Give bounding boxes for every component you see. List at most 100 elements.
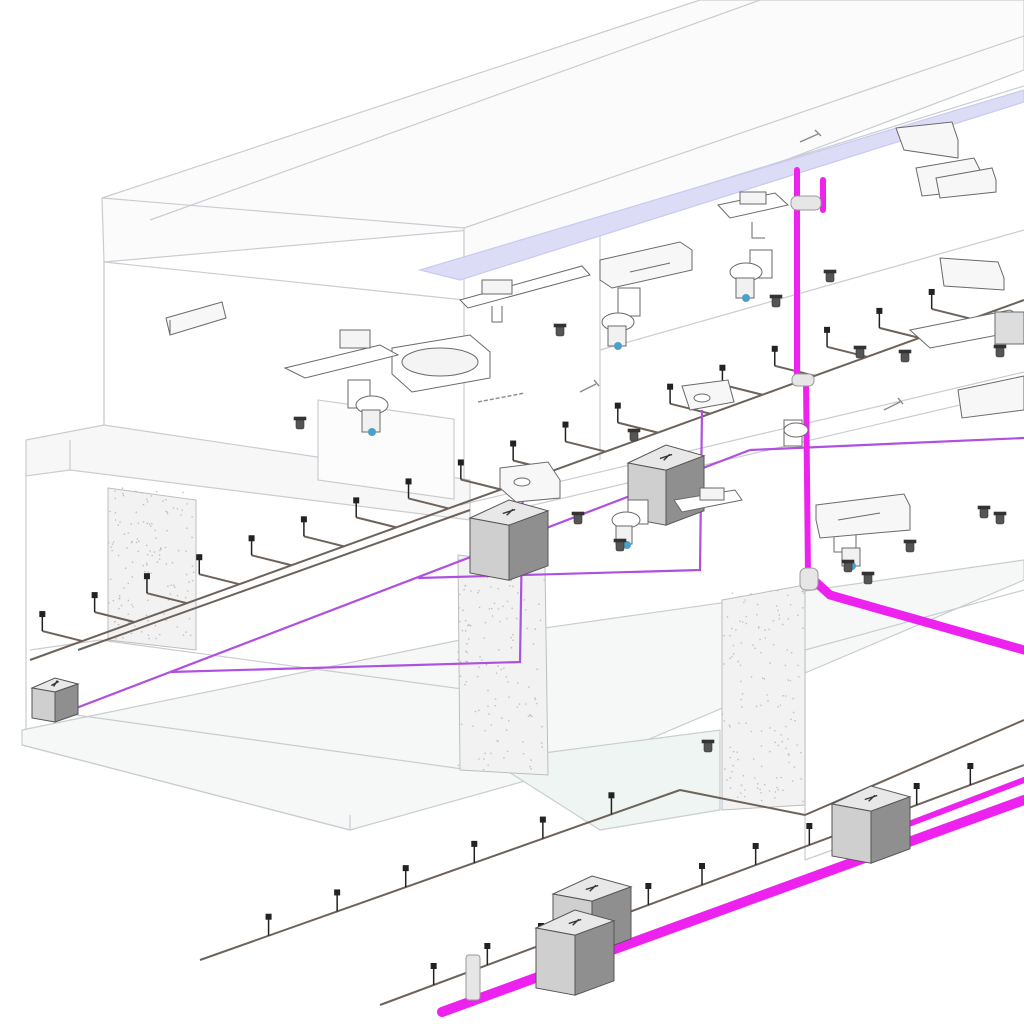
speckle-dot — [755, 613, 758, 616]
speckle-dot — [122, 492, 124, 495]
speckle-dot — [800, 751, 802, 754]
speckle-dot — [516, 682, 519, 684]
speckle-dot — [130, 632, 133, 635]
box-lid-handle — [502, 508, 516, 516]
fitting-cap — [841, 559, 855, 564]
speckle-dot — [787, 679, 790, 681]
speckle-dot — [147, 571, 149, 573]
speckle-dot — [172, 584, 175, 587]
lavatory-4 — [673, 487, 743, 513]
speckle-dot — [167, 585, 169, 588]
speckle-dot — [732, 764, 734, 767]
speckle-dot — [134, 625, 136, 627]
speckle-dot — [508, 696, 510, 698]
column-texture — [107, 487, 805, 804]
valve-icon — [91, 592, 98, 599]
speckle-dot — [145, 614, 148, 617]
fitting-cap — [823, 269, 837, 274]
elbow-lower — [799, 567, 819, 591]
feed-stub — [460, 478, 502, 491]
lavatory-5 — [908, 309, 1024, 349]
speckle-dot — [170, 584, 172, 586]
speckle-dot — [534, 697, 536, 699]
air-conditioner-5 — [895, 121, 997, 199]
speckle-dot — [750, 676, 753, 678]
speckle-dot — [151, 522, 153, 525]
speckle-dot — [131, 576, 134, 578]
speckle-dot — [117, 623, 120, 626]
fitting-13 — [701, 739, 715, 753]
shower-head-4 — [477, 392, 526, 403]
speckle-dot — [137, 522, 140, 525]
speckle-dot — [154, 529, 157, 532]
inspection-box-3 — [30, 677, 80, 723]
speckle-dot — [166, 512, 169, 515]
speckle-dot — [173, 586, 176, 589]
speckle-dot — [145, 562, 148, 565]
feed-line-2 — [77, 509, 471, 651]
lavatory-2 — [459, 265, 591, 323]
speckle-dot — [541, 725, 543, 728]
fitting-15 — [571, 511, 585, 525]
speckle-dot — [137, 550, 140, 553]
speckle-dot — [483, 758, 485, 760]
speckle-dot — [759, 638, 761, 641]
small-fittings — [293, 269, 1007, 753]
speckle-dot — [501, 717, 503, 719]
fitting-cap — [898, 349, 912, 354]
speckle-dot — [794, 719, 796, 722]
speckle-dot — [498, 648, 500, 651]
speckle-dot — [731, 770, 733, 773]
shower-heads — [477, 129, 904, 411]
fitting-1 — [293, 416, 307, 430]
speckle-dot — [760, 730, 763, 732]
speckle-dot — [756, 787, 759, 789]
speckle-dot — [147, 634, 150, 636]
speckle-dot — [774, 791, 777, 793]
inspection-box-1 — [468, 499, 550, 581]
speckle-dot — [729, 787, 732, 789]
speckle-dot — [477, 591, 479, 594]
speckle-dot — [465, 650, 467, 652]
speckle-dot — [782, 694, 784, 697]
speckle-dot — [766, 694, 768, 696]
speckle-dot — [158, 554, 161, 556]
fitting-body — [905, 541, 915, 553]
valve-icon — [353, 497, 360, 504]
speckle-dot — [123, 533, 126, 536]
speckle-dot — [774, 741, 777, 744]
speckle-dot — [791, 780, 794, 782]
speckle-dot — [768, 628, 770, 631]
speckle-dot — [745, 722, 747, 724]
fitting-cap — [977, 505, 991, 510]
feed-stub — [94, 611, 135, 624]
speckle-dot — [777, 706, 779, 708]
speckle-dot — [126, 547, 128, 549]
speckle-dot — [730, 627, 733, 630]
speckle-dot — [169, 593, 172, 595]
speckle-dot — [123, 587, 125, 589]
speckle-dot — [777, 744, 780, 747]
speckle-dot — [505, 676, 508, 678]
speckle-dot — [166, 529, 168, 532]
fitting-11 — [977, 505, 991, 519]
speckle-dot — [754, 777, 756, 779]
speckle-dot — [776, 786, 778, 789]
column-center — [457, 554, 549, 776]
speckle-dot — [512, 585, 514, 588]
fitting-cap — [993, 344, 1007, 349]
speckle-dot — [522, 752, 525, 755]
speckle-dot — [130, 603, 133, 606]
speckle-dot — [180, 514, 182, 516]
speckle-dot — [185, 631, 187, 633]
speckle-dot — [525, 609, 527, 611]
speckle-dot — [788, 761, 790, 764]
inspection-boxes — [30, 444, 912, 996]
speckle-dot — [772, 643, 775, 646]
valve-icon — [719, 364, 726, 371]
speckle-dot — [144, 570, 146, 573]
box-face-right — [574, 920, 615, 996]
speckle-dot — [788, 754, 790, 756]
speckle-dot — [466, 651, 468, 654]
speckle-dot — [777, 789, 779, 791]
